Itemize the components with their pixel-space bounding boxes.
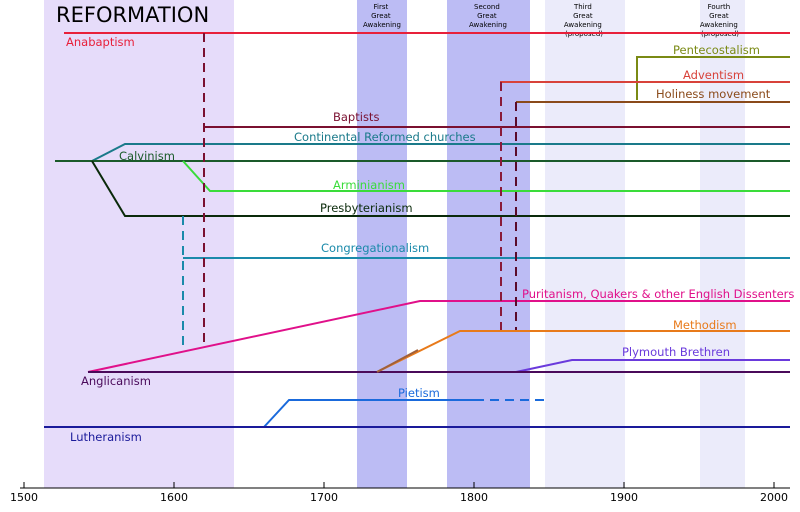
line-presbyterianism xyxy=(91,160,790,217)
label-anglicanism: Anglicanism xyxy=(81,374,151,388)
band-label-second: Second Great Awakening xyxy=(469,3,507,29)
label-lutheranism: Lutheranism xyxy=(70,430,142,444)
tick-2000: 2000 xyxy=(760,491,788,504)
label-calvinism: Calvinism xyxy=(119,149,175,163)
line-continental-reformed xyxy=(91,143,790,162)
axis-ticks xyxy=(23,482,775,488)
label-holiness: Holiness movement xyxy=(656,87,771,101)
line-pietism xyxy=(263,399,475,428)
line-methodism-origin xyxy=(376,349,419,373)
label-baptists: Baptists xyxy=(333,110,379,124)
line-arminianism xyxy=(182,160,790,192)
label-presbyterianism: Presbyterianism xyxy=(320,201,413,215)
label-arminianism: Arminianism xyxy=(333,178,405,192)
label-pietism: Pietism xyxy=(398,386,440,400)
label-puritanism: Puritanism, Quakers & other English Diss… xyxy=(522,287,794,301)
label-methodism: Methodism xyxy=(673,318,737,332)
label-anabaptism: Anabaptism xyxy=(66,35,135,49)
label-congregationalism: Congregationalism xyxy=(321,241,429,255)
label-adventism: Adventism xyxy=(683,68,744,82)
tick-1900: 1900 xyxy=(610,491,638,504)
line-puritanism xyxy=(87,300,790,373)
tick-1800: 1800 xyxy=(460,491,488,504)
line-pentecostalism xyxy=(636,56,790,100)
line-plymouth-brethren xyxy=(515,359,790,373)
label-plymouth-brethren: Plymouth Brethren xyxy=(622,345,730,359)
band-third-great-awakening xyxy=(545,0,625,488)
band-reformation xyxy=(44,0,234,488)
label-continental-reformed: Continental Reformed churches xyxy=(294,130,476,144)
page-title: REFORMATION xyxy=(56,3,209,27)
line-methodism xyxy=(376,330,790,373)
band-second-great-awakening xyxy=(447,0,530,488)
band-first-great-awakening xyxy=(357,0,407,488)
tick-1600: 1600 xyxy=(160,491,188,504)
tick-1700: 1700 xyxy=(310,491,338,504)
band-label-first: First Great Awakening xyxy=(363,3,401,29)
label-pentecostalism: Pentecostalism xyxy=(673,43,760,57)
tick-1500: 1500 xyxy=(10,491,38,504)
